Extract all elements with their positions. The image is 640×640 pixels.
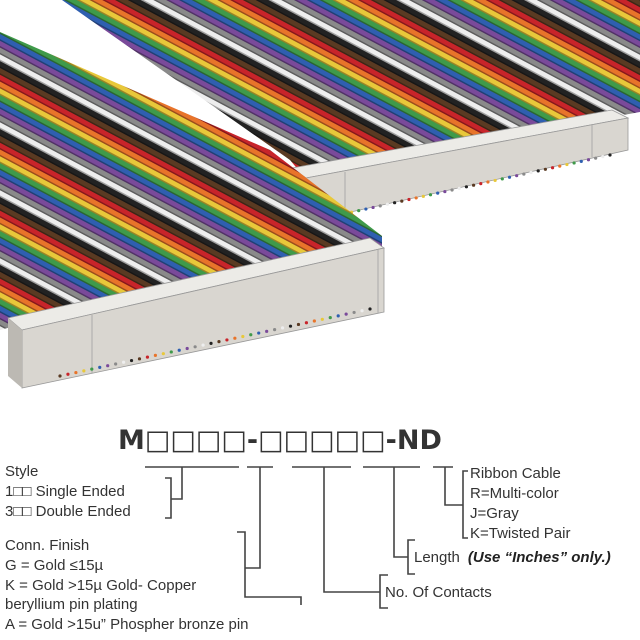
wire-end-dot xyxy=(74,370,78,375)
wire-end-dot xyxy=(368,307,372,311)
lower-connector xyxy=(7,237,385,389)
wire-end-dot xyxy=(586,158,591,162)
wire-end-dot xyxy=(177,348,181,352)
wire-end-dot xyxy=(58,374,62,378)
wire-end-dot xyxy=(121,360,126,364)
length-note: (Use “Inches” only.) xyxy=(468,549,611,566)
wire-end-dot xyxy=(400,199,404,203)
wire-end-dot xyxy=(265,329,269,333)
wire-end-dot xyxy=(357,209,361,213)
ribbon-option-j: J=Gray xyxy=(470,505,519,522)
wire-end-dot xyxy=(241,334,245,339)
style-option-single: 1□□ Single Ended xyxy=(5,483,125,500)
wire-end-dot xyxy=(169,350,173,354)
ribbon-legend: Ribbon Cable R=Multi-color J=Gray K=Twis… xyxy=(470,465,570,542)
wire-end-dot xyxy=(421,194,425,198)
conn-finish-option-k-cont: beryllium pin plating xyxy=(5,596,138,613)
wire-end-dot xyxy=(98,365,102,370)
wire-end-dot xyxy=(601,154,605,159)
wire-end-dot xyxy=(443,189,447,194)
part-number-template: M□□□□-□□□□□-ND xyxy=(118,425,442,456)
wire-end-dot xyxy=(320,317,324,321)
wire-end-dot xyxy=(385,202,390,206)
conn-finish-heading: Conn. Finish xyxy=(5,537,89,554)
wire-end-dot xyxy=(594,156,598,160)
wire-end-dot xyxy=(428,193,433,197)
ribbon-option-r: R=Multi-color xyxy=(470,485,559,502)
wire-end-dot xyxy=(536,169,540,173)
wire-end-dot xyxy=(129,358,134,363)
wire-end-dot xyxy=(209,341,213,345)
wire-end-dot xyxy=(352,310,356,315)
wire-end-dot xyxy=(185,346,189,351)
wire-end-dot xyxy=(529,170,533,175)
conn-finish-option-a: A = Gold >15u” Phospher bronze pin xyxy=(5,616,249,633)
conn-finish-legend: Conn. Finish G = Gold ≤15µ K = Gold >15µ… xyxy=(5,537,249,633)
wire-end-dot xyxy=(137,357,142,361)
wire-end-dot xyxy=(201,343,205,347)
wire-end-dot xyxy=(312,319,316,323)
wire-end-dot xyxy=(233,336,237,340)
wire-end-dot xyxy=(479,182,483,186)
wire-end-dot xyxy=(106,364,110,368)
wire-end-dot xyxy=(257,331,261,335)
wire-end-dot xyxy=(161,352,165,356)
wire-end-dot xyxy=(273,328,277,332)
wire-end-dot xyxy=(193,345,197,349)
wire-end-dot xyxy=(507,175,512,179)
ribbon-option-k: K=Twisted Pair xyxy=(470,525,570,542)
wire-end-dot xyxy=(407,197,411,202)
wire-end-dot xyxy=(280,326,285,330)
contacts-label: No. Of Contacts xyxy=(385,584,492,601)
wire-end-dot xyxy=(471,183,476,187)
wire-end-dot xyxy=(336,314,340,318)
wire-end-dot xyxy=(328,315,332,320)
wire-end-dot xyxy=(360,309,364,313)
wire-end-dot xyxy=(344,312,348,316)
wire-end-dot xyxy=(493,178,497,183)
wire-end-dot xyxy=(522,172,526,176)
style-heading: Style xyxy=(5,463,38,480)
wire-end-dot xyxy=(457,186,461,190)
callout-lines xyxy=(145,466,468,609)
wire-end-dot xyxy=(66,372,70,376)
wire-end-dot xyxy=(393,201,397,205)
wire-end-dot xyxy=(572,161,576,165)
wire-end-dot xyxy=(436,191,440,195)
conn-finish-option-k: K = Gold >15µ Gold- Copper xyxy=(5,577,196,594)
wire-end-dot xyxy=(550,166,555,170)
wire-end-dot xyxy=(500,177,504,181)
wire-end-dot xyxy=(217,340,221,344)
wire-end-dot xyxy=(608,153,612,157)
conn-finish-option-g: G = Gold ≤15µ xyxy=(5,557,104,574)
wire-end-dot xyxy=(486,180,490,184)
wire-end-dot xyxy=(114,362,118,366)
wire-end-dot xyxy=(414,196,418,200)
style-option-double: 3□□ Double Ended xyxy=(5,503,131,520)
wire-end-dot xyxy=(565,162,569,167)
wire-end-dot xyxy=(153,353,157,357)
wire-end-dot xyxy=(225,338,229,342)
length-callout: Length (Use “Inches” only.) xyxy=(414,549,611,566)
wire-end-dot xyxy=(82,369,86,373)
wire-end-dot xyxy=(371,205,375,210)
wire-end-dot xyxy=(543,167,547,171)
wire-end-dot xyxy=(304,321,309,325)
style-legend: Style 1□□ Single Ended 3□□ Double Ended xyxy=(5,463,131,520)
wire-end-dot xyxy=(145,355,150,359)
wire-end-dot xyxy=(515,174,519,178)
wire-end-dot xyxy=(450,188,454,192)
wire-end-dot xyxy=(249,333,253,337)
wire-end-dot xyxy=(378,204,382,208)
wire-end-dot xyxy=(558,164,562,168)
wire-end-dot xyxy=(364,207,368,211)
wire-end-dot xyxy=(464,185,469,189)
wire-end-dot xyxy=(579,159,583,163)
wire-end-dot xyxy=(288,324,293,328)
ribbon-heading: Ribbon Cable xyxy=(470,465,561,482)
length-label: Length xyxy=(414,549,460,566)
wire-end-dot xyxy=(90,367,94,371)
wire-end-dot xyxy=(296,322,301,327)
